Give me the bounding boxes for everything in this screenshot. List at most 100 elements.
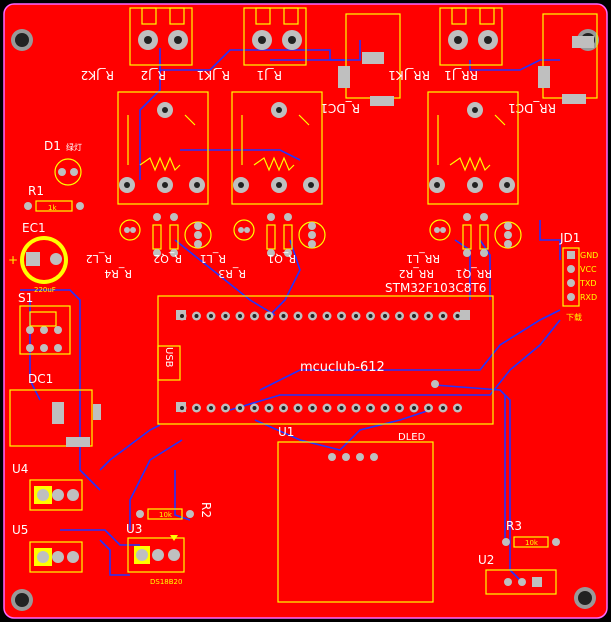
label-d1: D1 bbox=[44, 139, 61, 153]
label-dc1: DC1 bbox=[28, 372, 53, 386]
label-u4: U4 bbox=[12, 462, 28, 476]
sensor-u5: U5 bbox=[12, 523, 83, 573]
label-rr-j1: RR_J1 bbox=[444, 68, 478, 82]
label-r1-val: 1k bbox=[48, 204, 57, 212]
label-rr-r2: RR_R2 bbox=[399, 267, 434, 280]
label-r-jk1: R_JK1 bbox=[197, 68, 230, 82]
label-u1: U1 bbox=[278, 425, 294, 439]
label-u3-part: DS18B20 bbox=[150, 578, 182, 586]
mcu-pin-hole bbox=[455, 406, 460, 410]
mcu-pin-hole bbox=[441, 314, 445, 318]
display-u1: U1 DLED bbox=[277, 425, 434, 603]
label-u3: U3 bbox=[126, 522, 142, 536]
label-brand: mcuclub-612 bbox=[300, 360, 385, 375]
mcu-pin-hole bbox=[325, 406, 329, 410]
mcu-pin-hole bbox=[368, 406, 373, 410]
label-jd1: JD1 bbox=[559, 231, 580, 245]
label-ec1-plus: + bbox=[8, 253, 18, 267]
mcu-pin-hole bbox=[209, 314, 213, 318]
label-r-j2: R_J2 bbox=[140, 68, 166, 82]
label-stm32: STM32F103C8T6 bbox=[385, 281, 486, 295]
mcu-pin-hole bbox=[426, 406, 431, 410]
label-rr-q1: RR_Q1 bbox=[456, 267, 492, 280]
label-r-jk2: R_JK2 bbox=[81, 68, 114, 82]
mcu-pin-hole bbox=[426, 314, 431, 318]
switch-s1: S1 bbox=[18, 291, 71, 355]
label-r-l2: R_L2 bbox=[86, 252, 112, 265]
label-vcc: VCC bbox=[580, 265, 597, 274]
mcu-pin-hole bbox=[383, 406, 387, 410]
label-ec1-val: 220uF bbox=[34, 286, 56, 294]
mcu-pin-hole bbox=[281, 406, 286, 410]
mcu-pin-hole bbox=[194, 406, 199, 410]
mcu-pin-hole bbox=[209, 406, 213, 410]
mcu-pin-hole bbox=[455, 314, 460, 318]
driver-right: RR_L1 RR_R2 RR_Q1 bbox=[399, 213, 522, 280]
mcu-pin-hole bbox=[238, 406, 242, 410]
mcu-pin-hole bbox=[397, 406, 402, 410]
label-gnd: GND bbox=[580, 251, 598, 260]
mcu-pin-hole bbox=[194, 314, 199, 318]
label-rr-jk1: RR_JK1 bbox=[388, 68, 430, 82]
label-r-q1: R_Q1 bbox=[267, 252, 296, 265]
module-u2: U2 bbox=[478, 553, 557, 595]
mcu-pin-hole bbox=[238, 314, 242, 318]
mcu-pin-hole bbox=[252, 406, 257, 410]
label-r3-val: 10k bbox=[525, 539, 539, 547]
connector-rr-dc1: RR_DC1 bbox=[508, 13, 598, 115]
mcu-pin-hole bbox=[412, 406, 416, 410]
power-jack-dc1: DC1 bbox=[9, 372, 101, 447]
mcu-pin-hole bbox=[281, 314, 286, 318]
led-d1: D1 绿灯 bbox=[44, 139, 82, 186]
mcu-pin-hole bbox=[180, 406, 184, 410]
label-rr-l1: RR_L1 bbox=[406, 252, 440, 265]
mcu-pin-hole bbox=[325, 314, 329, 318]
mcu-pin-hole bbox=[223, 406, 228, 410]
mcu-pin-hole bbox=[397, 314, 402, 318]
label-usb: USB bbox=[163, 347, 174, 368]
label-r-l1: R_L1 bbox=[200, 252, 226, 265]
label-r2-val: 10k bbox=[159, 511, 173, 519]
sensor-u4: U4 bbox=[12, 462, 83, 511]
board-substrate bbox=[3, 3, 608, 619]
mcu-pins-bottom bbox=[177, 403, 462, 413]
mcu-pin-hole bbox=[339, 314, 344, 318]
driver-left: R_L2 R_R4 R_Q2 bbox=[86, 213, 212, 280]
connector-r-dc1: R_DC1 bbox=[320, 13, 401, 115]
label-r-r4: R_R4 bbox=[104, 267, 132, 280]
relay-right bbox=[427, 91, 519, 205]
mcu-pin-hole bbox=[339, 406, 344, 410]
relay-left bbox=[117, 91, 209, 205]
label-rxd: RXD bbox=[580, 293, 597, 302]
label-r-j1: R_J1 bbox=[256, 68, 282, 82]
label-u2: U2 bbox=[478, 553, 494, 567]
label-r1: R1 bbox=[28, 184, 44, 198]
mcu-pin-hole bbox=[368, 314, 373, 318]
header-jd1: JD1 GND VCC TXD RXD 下载 bbox=[559, 231, 598, 322]
mcu-pin-hole bbox=[412, 314, 416, 318]
mcu-pin-hole bbox=[252, 314, 257, 318]
label-ec1: EC1 bbox=[22, 221, 46, 235]
connector-r-j1: R_J1 R_JK1 bbox=[197, 7, 307, 82]
mounting-holes bbox=[11, 29, 599, 611]
connector-rr-j1: RR_J1 RR_JK1 bbox=[388, 7, 503, 82]
label-r2: R2 bbox=[199, 502, 213, 518]
mcu-pin-hole bbox=[354, 406, 358, 410]
label-r-dc1: R_DC1 bbox=[320, 101, 360, 115]
copper-traces bbox=[20, 40, 561, 581]
mcu-pin-hole bbox=[383, 314, 387, 318]
mcu-pin-hole bbox=[267, 314, 271, 318]
label-r-q2: R_Q2 bbox=[153, 252, 182, 265]
label-r3: R3 bbox=[506, 519, 522, 533]
driver-middle: R_L1 R_R3 R_Q1 bbox=[200, 213, 326, 280]
label-d1-note: 绿灯 bbox=[66, 142, 82, 152]
resistor-r2: R2 10k bbox=[136, 502, 213, 520]
relay-middle bbox=[231, 91, 323, 205]
mcu-pin-hole bbox=[267, 406, 271, 410]
label-u5: U5 bbox=[12, 523, 28, 537]
resistor-r3: R3 10k bbox=[502, 519, 560, 548]
mcu-pin-hole bbox=[223, 314, 228, 318]
label-txd: TXD bbox=[579, 279, 597, 288]
mcu-pin-hole bbox=[310, 406, 315, 410]
